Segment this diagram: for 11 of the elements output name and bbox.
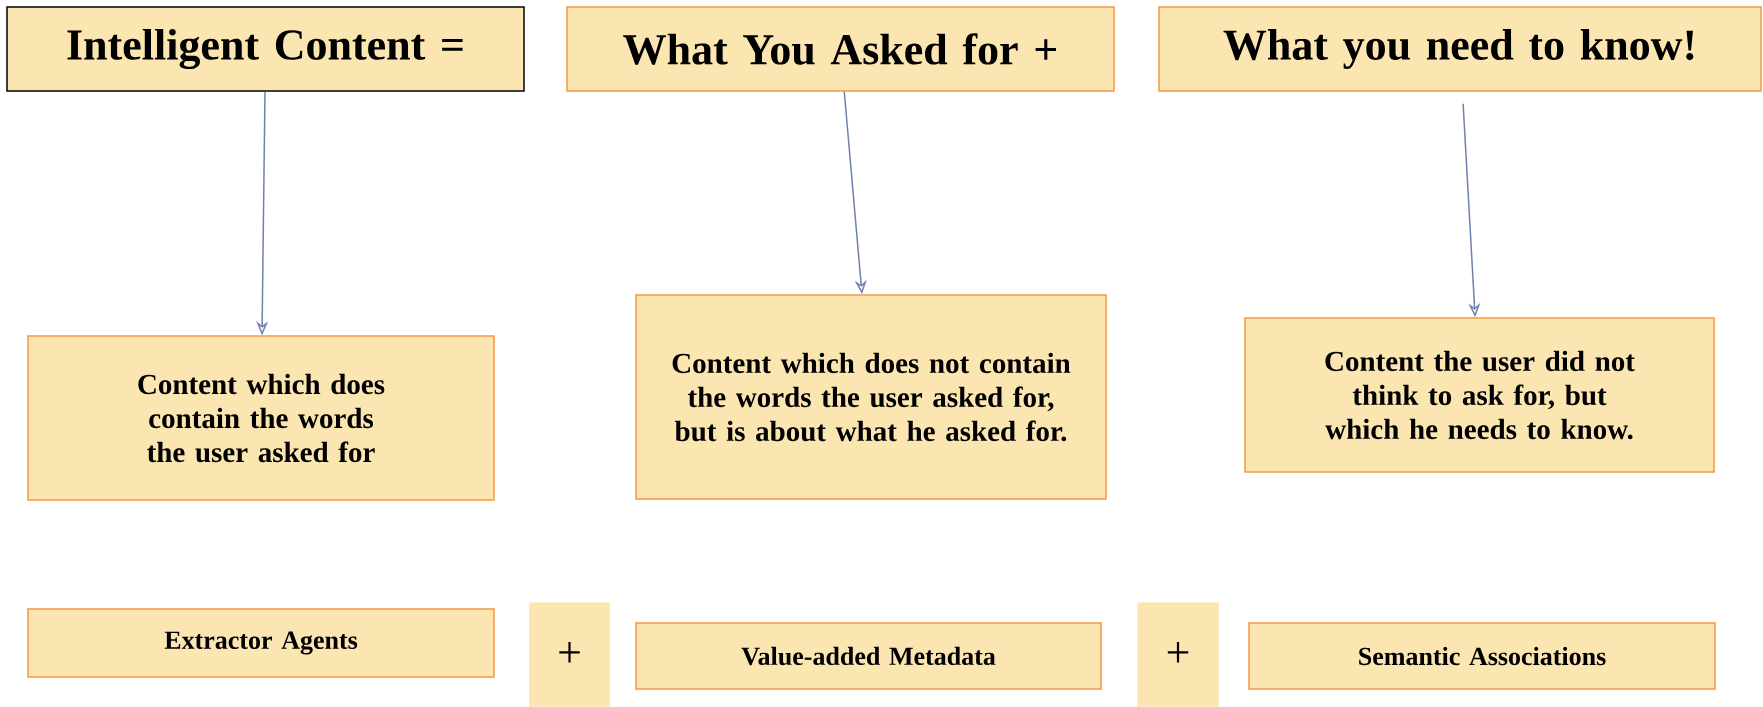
content-box: Content which does not contain the words the user asked for, but is about what he asked for. bbox=[635, 294, 1107, 500]
plus-box: + bbox=[1137, 602, 1219, 707]
content-box: Content which does contain the words the user asked for bbox=[27, 335, 495, 501]
content-box: Extractor Agents bbox=[27, 608, 495, 678]
heading-box: What you need to know! bbox=[1158, 6, 1762, 92]
content-box: Content the user did not think to ask for, but which he needs to know. bbox=[1244, 317, 1715, 473]
plus-box: + bbox=[529, 602, 610, 707]
content-box: Value-added Metadata bbox=[635, 622, 1102, 690]
content-box: Semantic Associations bbox=[1248, 622, 1716, 690]
heading-box: Intelligent Content = bbox=[6, 6, 525, 92]
heading-box: What You Asked for + bbox=[566, 6, 1115, 92]
